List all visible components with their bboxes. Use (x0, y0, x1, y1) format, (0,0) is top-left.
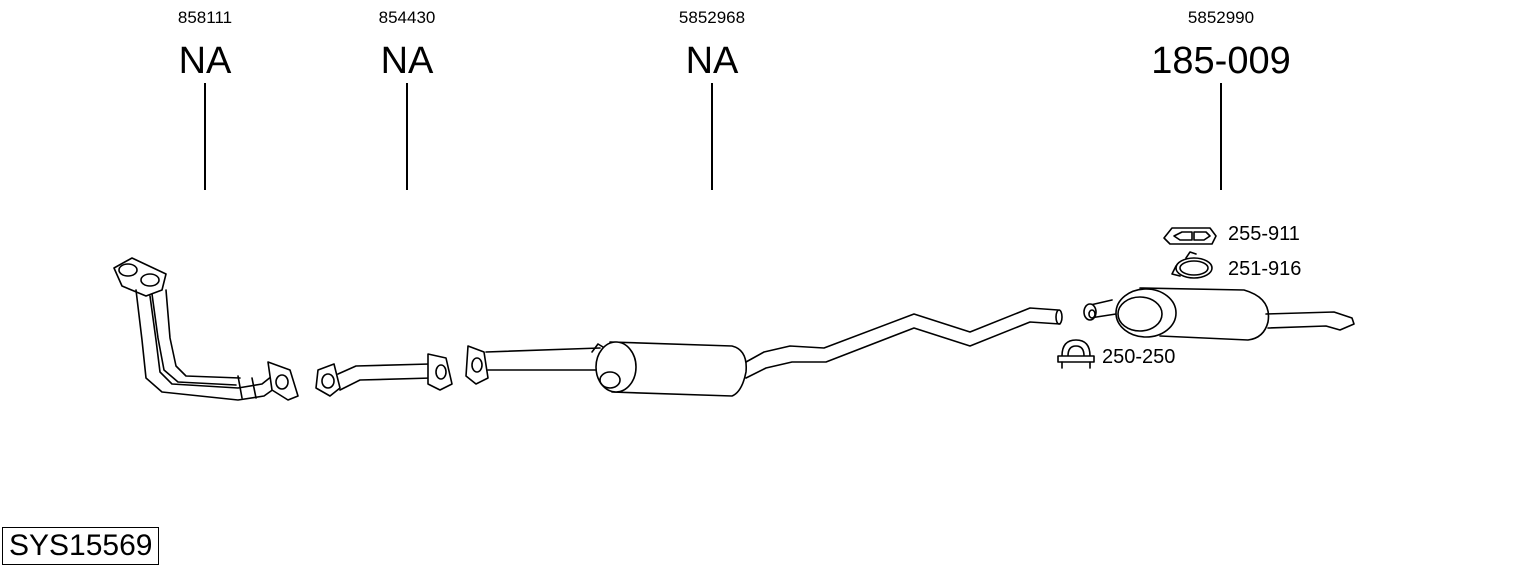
oe-number-5852968: 5852968 (678, 8, 746, 27)
part-number-1[interactable]: NA (178, 40, 232, 82)
accessory-label-250-250[interactable]: 250-250 (1102, 346, 1176, 368)
leader-line-4 (1220, 83, 1222, 190)
oe-number-858111: 858111 (177, 8, 233, 27)
middle-silencer-drawing[interactable] (465, 307, 1063, 397)
oe-number-5852990: 5852990 (1187, 8, 1255, 27)
rear-silencer-drawing[interactable] (1083, 287, 1355, 341)
accessory-label-251-916[interactable]: 251-916 (1228, 258, 1302, 280)
part-number-3[interactable]: NA (685, 40, 739, 82)
rubber-hanger-icon (1163, 227, 1217, 245)
accessory-label-255-911[interactable]: 255-911 (1228, 223, 1300, 245)
front-pipe-drawing[interactable] (113, 257, 299, 401)
u-bolt-clamp-icon (1057, 339, 1095, 369)
part-number-2[interactable]: NA (380, 40, 434, 82)
leader-line-3 (711, 83, 713, 190)
clamp-icon (1171, 251, 1213, 279)
oe-number-854430: 854430 (378, 8, 436, 27)
part-number-4[interactable]: 185-009 (1151, 40, 1291, 82)
leader-line-2 (406, 83, 408, 190)
system-code-label: SYS15569 (2, 527, 160, 565)
leader-line-1 (204, 83, 206, 190)
intermediate-pipe-drawing[interactable] (315, 353, 453, 397)
